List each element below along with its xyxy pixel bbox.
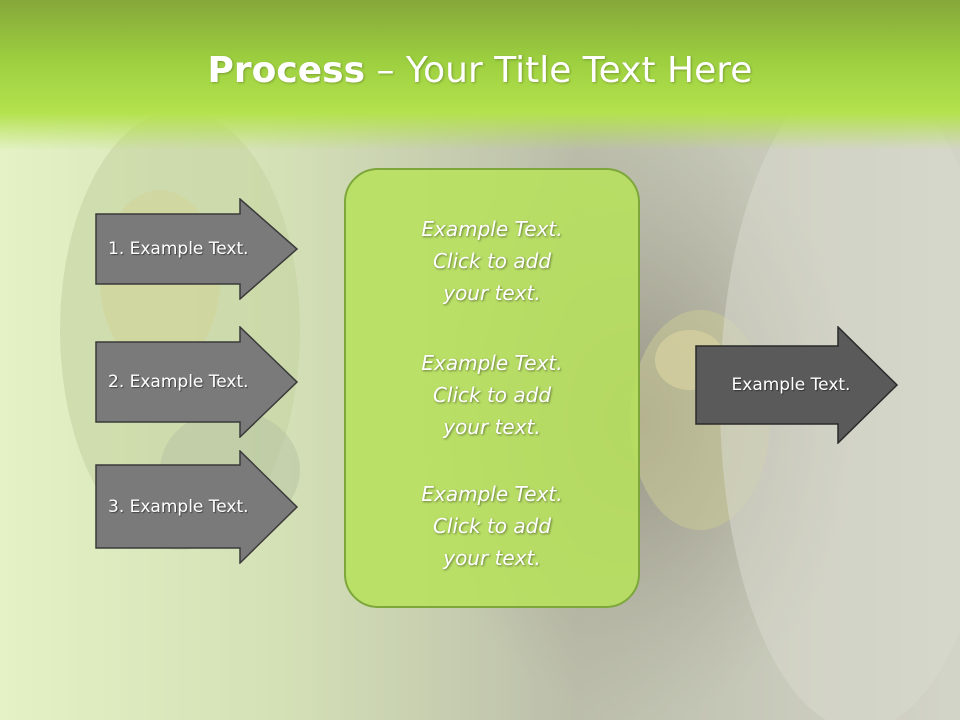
arrow-shape-2	[95, 326, 299, 438]
center-block-1[interactable]: Example Text. Click to add your text.	[344, 213, 640, 309]
center-text-box[interactable]	[344, 168, 640, 608]
result-arrow-label: Example Text.	[731, 375, 851, 395]
title-bold: Process	[207, 50, 366, 91]
title-rest: – Your Title Text Here	[365, 50, 753, 91]
arrow-shape-1	[95, 198, 299, 300]
center-block-3[interactable]: Example Text. Click to add your text.	[344, 478, 640, 574]
process-step-label-3: 3. Example Text.	[108, 497, 249, 517]
center-block-3-line-3: your text.	[443, 546, 541, 570]
center-block-2-line-1: Example Text.	[421, 351, 563, 375]
process-step-label-2: 2. Example Text.	[108, 372, 249, 392]
center-block-1-line-2: Click to add	[432, 249, 552, 273]
process-step-arrow-1[interactable]: 1. Example Text.	[95, 198, 299, 300]
center-block-2-line-3: your text.	[443, 415, 541, 439]
process-step-arrow-2[interactable]: 2. Example Text.	[95, 326, 299, 438]
result-arrow[interactable]: Example Text.	[695, 326, 899, 444]
center-block-1-line-1: Example Text.	[421, 217, 563, 241]
arrow-shape-3	[95, 450, 299, 564]
center-block-2-line-2: Click to add	[432, 383, 552, 407]
center-block-2[interactable]: Example Text. Click to add your text.	[344, 347, 640, 443]
center-block-3-line-1: Example Text.	[421, 482, 563, 506]
title-bar	[0, 0, 960, 150]
process-step-arrow-3[interactable]: 3. Example Text.	[95, 450, 299, 564]
result-arrow-shape	[695, 326, 899, 444]
center-block-1-line-3: your text.	[443, 281, 541, 305]
center-block-3-line-2: Click to add	[432, 514, 552, 538]
slide-title: Process – Your Title Text Here	[0, 50, 960, 91]
process-step-label-1: 1. Example Text.	[108, 239, 249, 259]
